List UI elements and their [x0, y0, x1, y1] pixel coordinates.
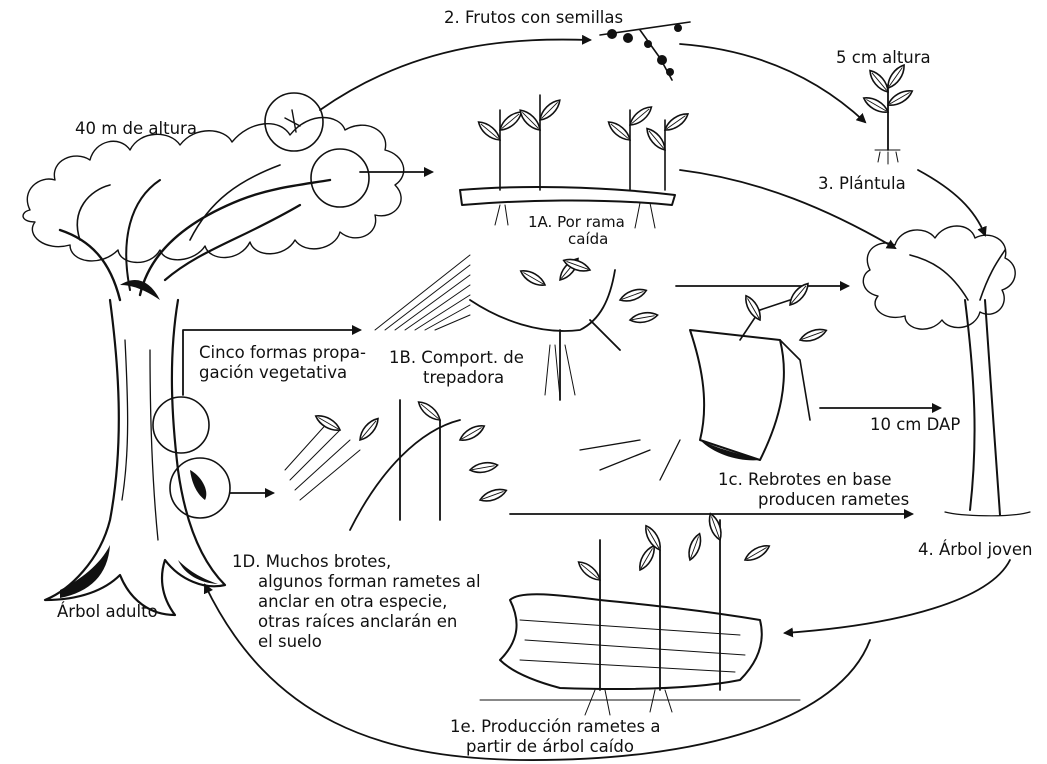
label-seedling-height: 5 cm altura — [836, 48, 931, 68]
label-fallen-tree: 1e. Producción rametes a partir de árbol… — [450, 717, 660, 757]
label-sprouts-line1: 1c. Rebrotes en base — [718, 470, 909, 490]
label-fallen-branch: 1A. Por rama caída — [528, 214, 625, 248]
label-adult-tree: Árbol adulto — [57, 602, 158, 622]
label-climber-line1: 1B. Comport. de — [389, 348, 524, 368]
label-many-shoots-line4: otras raíces anclarán en — [258, 612, 481, 632]
fruits-drawing — [600, 22, 690, 80]
fallen-log-1e-drawing — [480, 512, 800, 715]
label-fallen-tree-line1: 1e. Producción rametes a — [450, 717, 660, 737]
label-sprouts-line2: producen rametes — [758, 490, 909, 510]
label-sprouts: 1c. Rebrotes en base producen rametes — [718, 470, 909, 510]
label-climber: 1B. Comport. de trepadora — [389, 348, 524, 388]
fallen-branch-1a-drawing — [460, 95, 691, 228]
label-adult-height: 40 m de altura — [75, 119, 197, 139]
label-many-shoots-line5: el suelo — [258, 632, 481, 652]
label-many-shoots: 1D. Muchos brotes, algunos forman ramete… — [232, 552, 481, 652]
label-fallen-branch-line2: caída — [568, 231, 625, 248]
arrow-young-to-fallen — [785, 560, 1010, 633]
label-many-shoots-line1: 1D. Muchos brotes, — [232, 552, 481, 572]
arrow-tree-to-fruits — [320, 40, 590, 110]
label-fallen-tree-line2: partir de árbol caído — [466, 737, 660, 757]
label-many-shoots-line3: anclar en otra especie, — [258, 592, 481, 612]
label-many-shoots-line2: algunos forman rametes al — [258, 572, 481, 592]
label-fallen-branch-line1: 1A. Por rama — [528, 214, 625, 231]
label-climber-line2: trepadora — [423, 368, 524, 388]
label-five-forms-line2: gación vegetativa — [199, 363, 366, 383]
stump-sprouts-1c-drawing — [580, 281, 828, 480]
label-young-tree: 4. Árbol joven — [918, 540, 1033, 560]
label-five-forms: Cinco formas propa- gación vegetativa — [199, 343, 366, 383]
label-seedling: 3. Plántula — [818, 174, 906, 194]
arrow-seedling-to-young — [918, 170, 985, 235]
label-dbh: 10 cm DAP — [870, 415, 960, 435]
shoots-1d-drawing — [285, 399, 508, 530]
label-fruits: 2. Frutos con semillas — [444, 8, 623, 28]
seedling-drawing — [862, 62, 915, 164]
label-five-forms-line1: Cinco formas propa- — [199, 343, 366, 363]
